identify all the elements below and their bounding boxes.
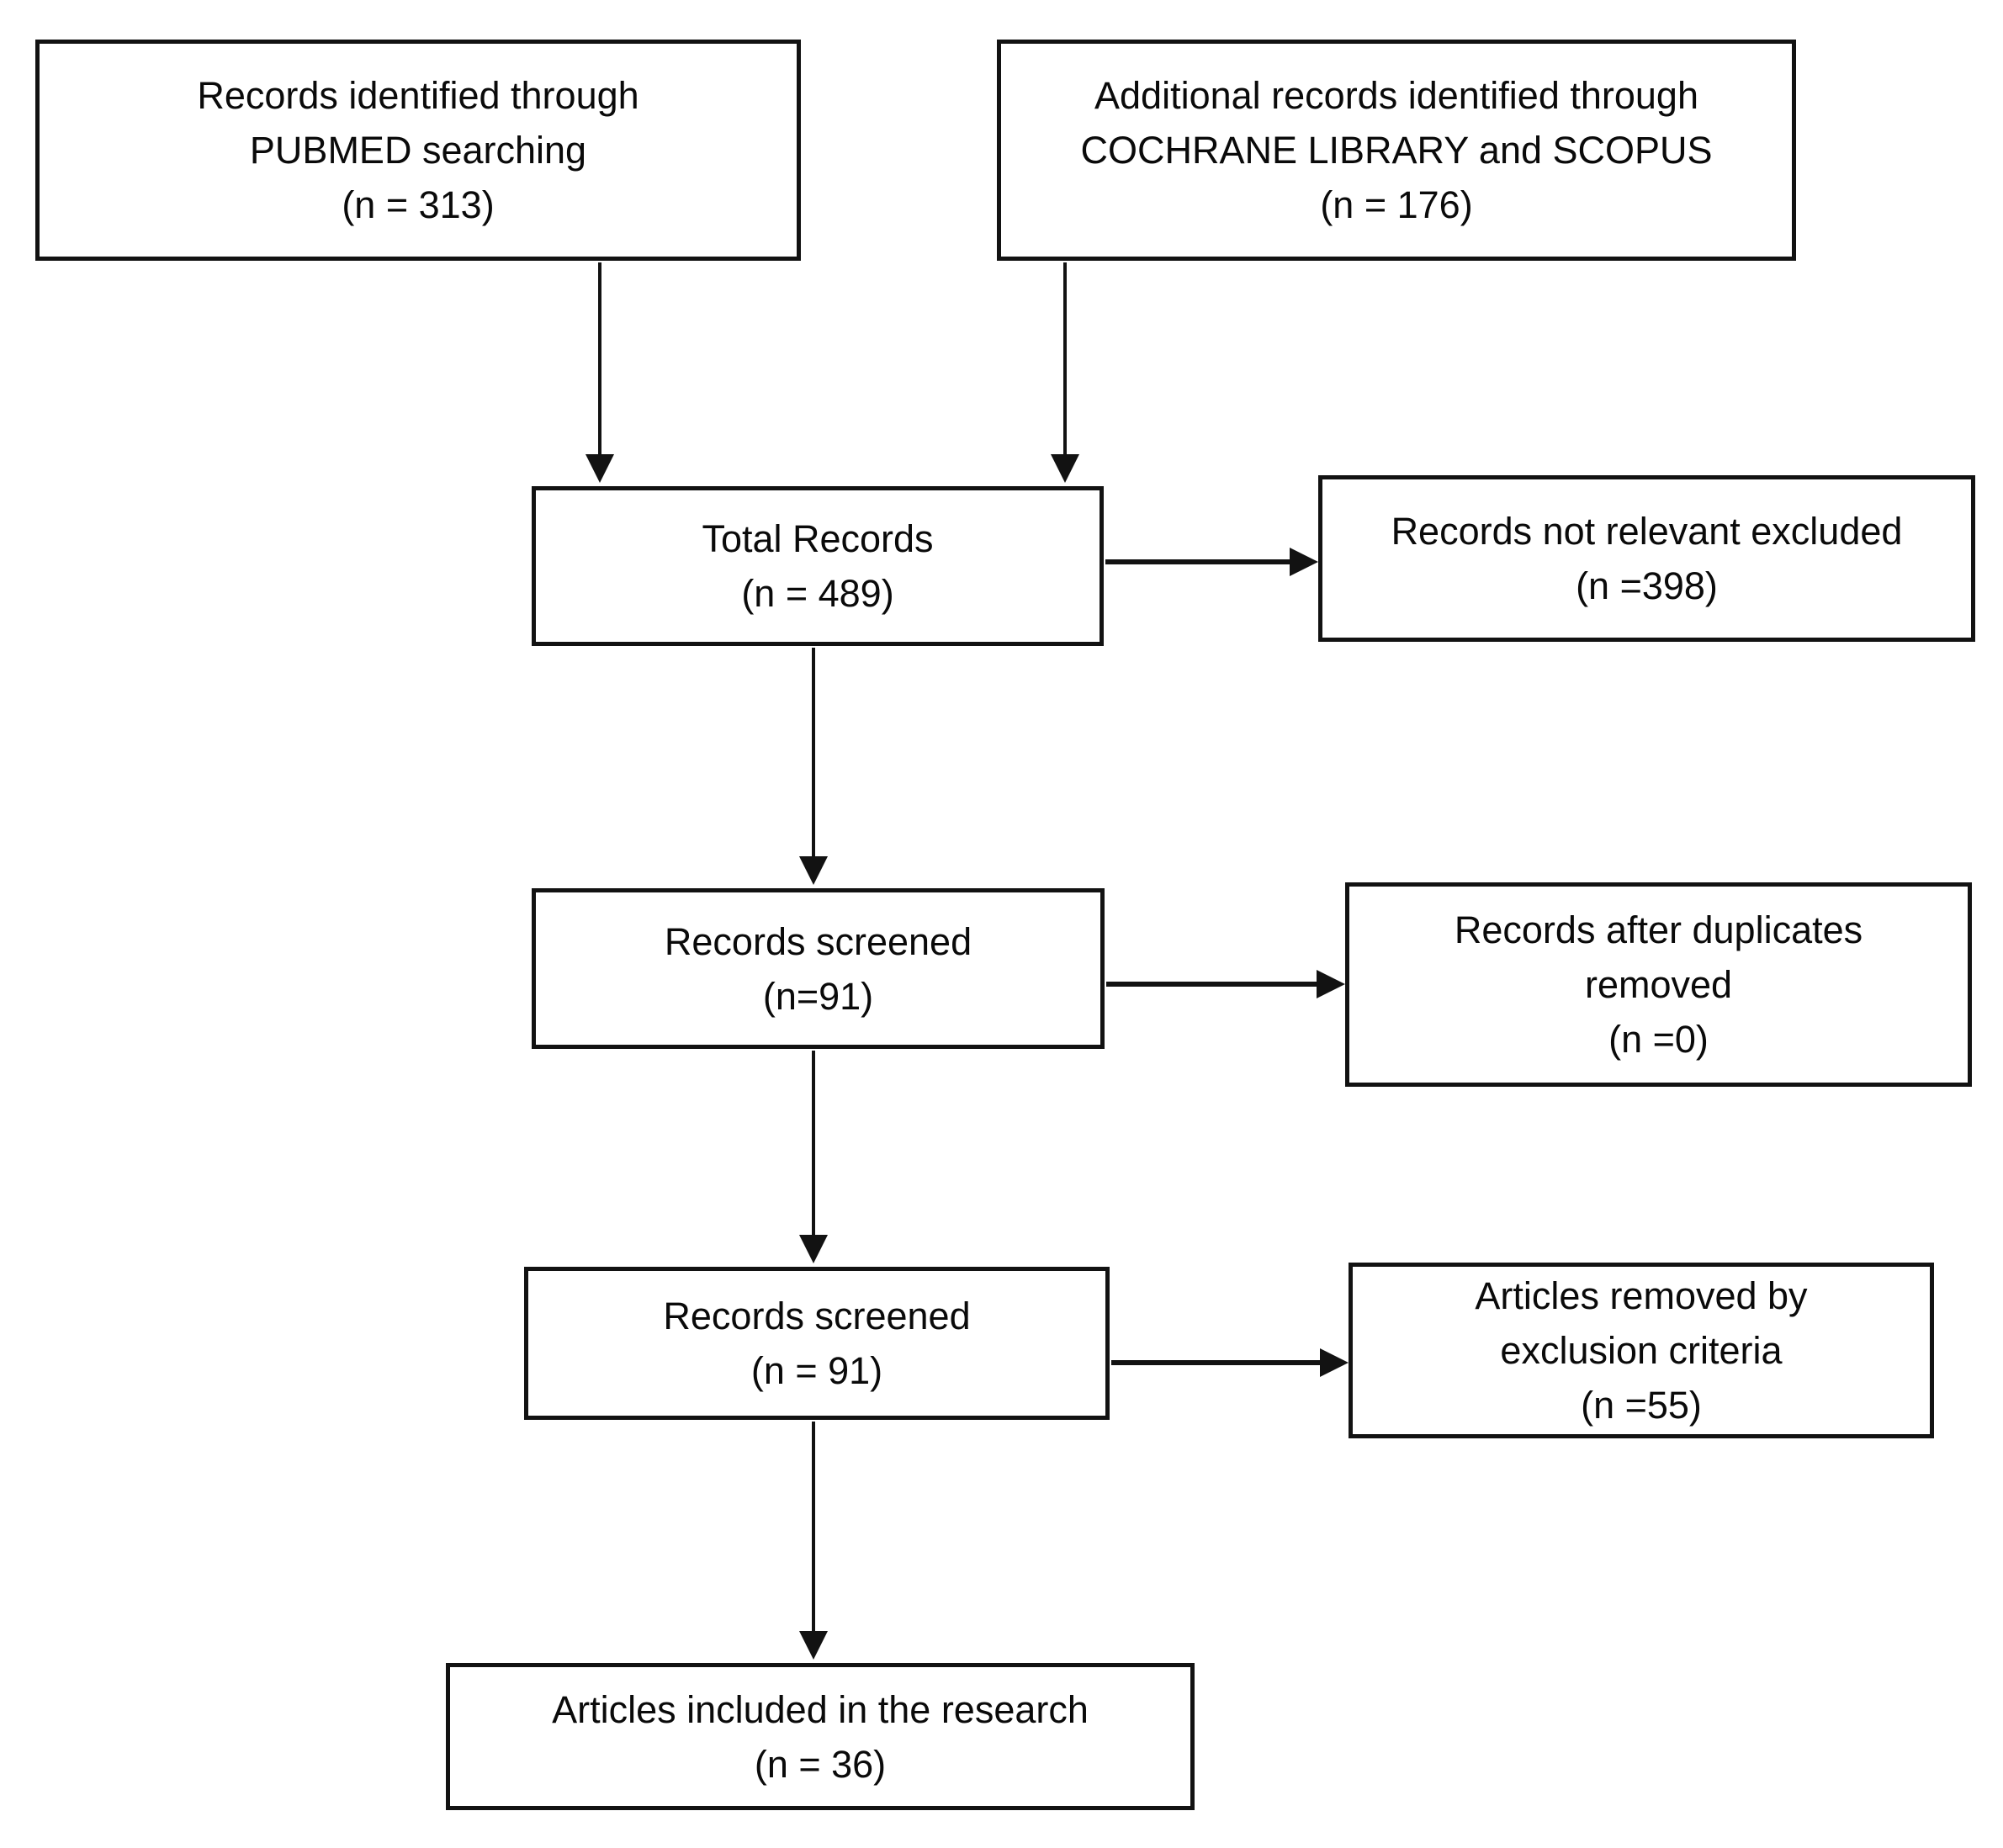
box-line: Total Records	[702, 517, 934, 560]
box-articles-included: Articles included in the research (n = 3…	[446, 1663, 1195, 1810]
box-line: COCHRANE LIBRARY and SCOPUS	[1080, 129, 1713, 172]
box-count: (n = 489)	[741, 572, 894, 615]
right-arrow-total-to-not-relevant	[1105, 559, 1290, 564]
box-count: (n = 91)	[750, 1349, 883, 1392]
box-line: Articles removed by	[1475, 1274, 1808, 1317]
box-count: (n = 176)	[1320, 183, 1473, 226]
box-line: exclusion criteria	[1500, 1329, 1783, 1372]
right-arrow-screened-to-duplicates	[1106, 982, 1317, 987]
down-arrow-total-to-screened	[812, 648, 815, 856]
box-line: Records identified through	[197, 74, 639, 117]
down-arrow-additional-to-total	[1063, 262, 1067, 454]
box-additional-records-cochrane-scopus: Additional records identified through CO…	[997, 40, 1796, 261]
box-line: Records screened	[664, 919, 972, 963]
box-line: Records screened	[663, 1295, 971, 1337]
down-arrow-screened-to-included	[812, 1422, 815, 1631]
box-records-screened-first: Records screened (n=91)	[532, 888, 1105, 1049]
box-line: PUBMED searching	[249, 129, 587, 172]
box-records-identified-pubmed: Records identified through PUBMED search…	[35, 40, 801, 261]
down-arrow-pubmed-to-total	[598, 262, 601, 454]
right-arrow-screened-to-exclusion	[1111, 1360, 1320, 1365]
box-line: Articles included in the research	[552, 1687, 1089, 1731]
box-count: (n = 313)	[342, 183, 495, 226]
down-arrow-screened-to-screened	[812, 1051, 815, 1235]
box-line: Records after duplicates	[1454, 908, 1863, 951]
box-records-screened-second: Records screened (n = 91)	[524, 1267, 1110, 1420]
box-line: Additional records identified through	[1094, 74, 1698, 117]
box-line: Records not relevant excluded	[1391, 510, 1903, 553]
box-records-not-relevant-excluded: Records not relevant excluded (n =398)	[1318, 475, 1975, 642]
box-records-after-duplicates-removed: Records after duplicates removed (n =0)	[1345, 882, 1972, 1087]
box-total-records: Total Records (n = 489)	[532, 486, 1104, 646]
box-articles-removed-exclusion-criteria: Articles removed by exclusion criteria (…	[1349, 1263, 1934, 1438]
box-count: (n=91)	[762, 974, 874, 1018]
box-count: (n =398)	[1576, 564, 1718, 607]
box-count: (n =0)	[1608, 1018, 1709, 1061]
box-line: removed	[1584, 963, 1733, 1006]
box-count: (n =55)	[1581, 1384, 1702, 1427]
box-count: (n = 36)	[754, 1742, 887, 1786]
